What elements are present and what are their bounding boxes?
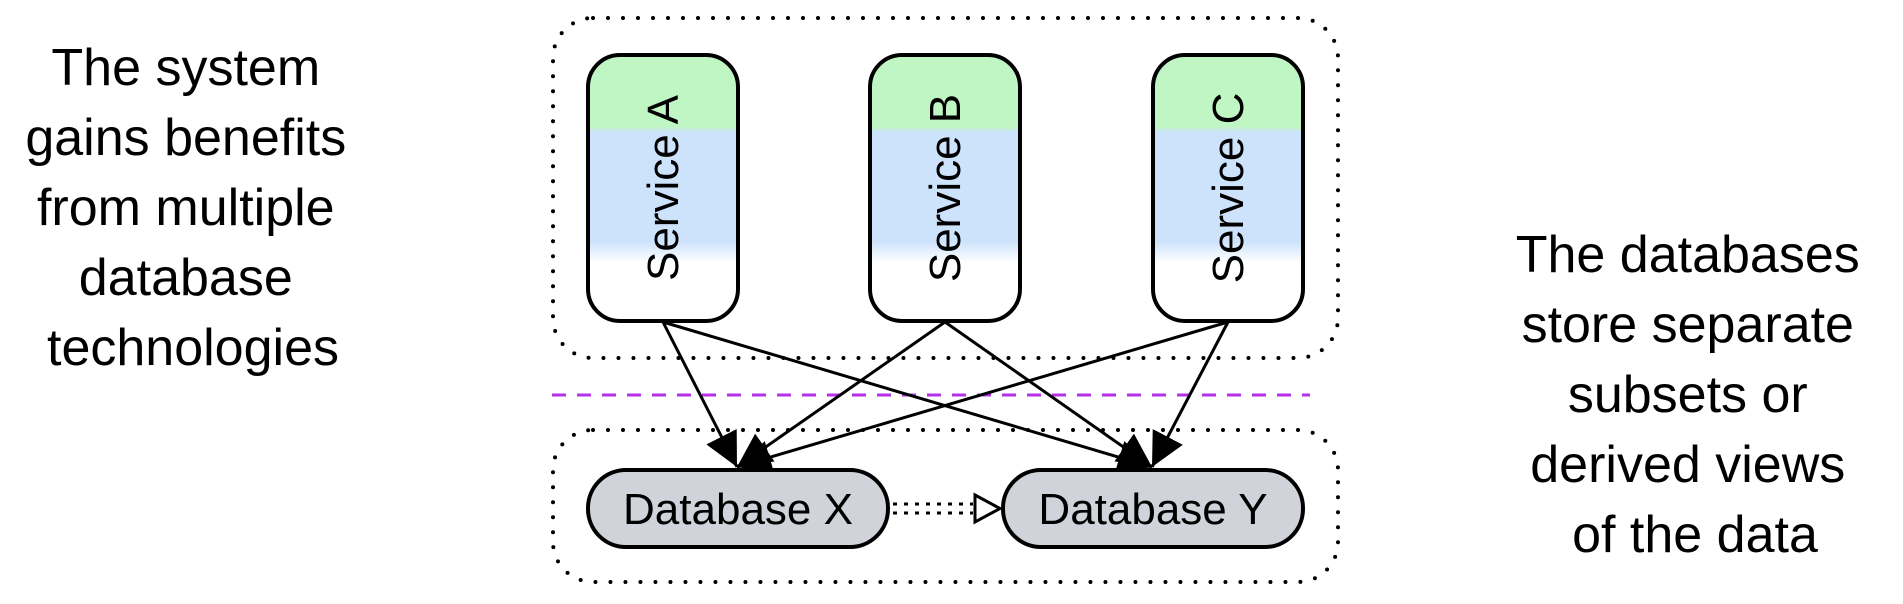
database-y-node[interactable]: Database Y bbox=[1001, 468, 1305, 549]
database-x-label: Database X bbox=[623, 485, 853, 534]
right-note-line: The databases bbox=[1516, 226, 1860, 284]
service-c-label: Service C bbox=[1204, 93, 1253, 284]
arrow-service-b-to-database-y bbox=[944, 320, 1153, 469]
left-note-line: database bbox=[79, 249, 293, 307]
database-y-box bbox=[1001, 468, 1305, 549]
database-x-node[interactable]: Database X bbox=[586, 468, 890, 549]
right-note: The databases store separate subsets or … bbox=[1516, 226, 1874, 564]
left-note-line: gains benefits bbox=[25, 109, 346, 167]
service-b-label: Service B bbox=[921, 94, 970, 282]
left-note-line: The system bbox=[51, 39, 320, 97]
service-a-node[interactable]: Service A bbox=[586, 53, 740, 323]
service-c-node[interactable]: Service C bbox=[1151, 53, 1305, 323]
service-b-box bbox=[868, 53, 1022, 323]
arrow-service-c-to-database-y bbox=[1150, 321, 1230, 468]
service-a-box bbox=[586, 53, 740, 323]
service-b-node[interactable]: Service B bbox=[868, 53, 1022, 323]
right-note-line: of the data bbox=[1572, 506, 1818, 564]
left-note-line: from multiple bbox=[37, 179, 335, 237]
arrow-service-c-to-database-x bbox=[736, 320, 1229, 474]
service-a-label: Service A bbox=[639, 94, 688, 281]
right-note-line: store separate bbox=[1522, 296, 1854, 354]
left-note-line: technologies bbox=[47, 319, 339, 377]
hollow-arrowhead-icon bbox=[973, 492, 1004, 525]
right-note-line: subsets or bbox=[1568, 366, 1808, 424]
left-note: The system gains benefits from multiple … bbox=[25, 39, 360, 377]
database-y-label: Database Y bbox=[1038, 485, 1267, 534]
database-x-box bbox=[586, 468, 890, 549]
service-c-box bbox=[1151, 53, 1305, 323]
arrow-service-a-to-database-y bbox=[662, 320, 1153, 474]
arrow-service-a-to-database-x bbox=[661, 321, 739, 468]
derived-data-link bbox=[893, 492, 1004, 525]
right-note-line: derived views bbox=[1530, 436, 1845, 494]
